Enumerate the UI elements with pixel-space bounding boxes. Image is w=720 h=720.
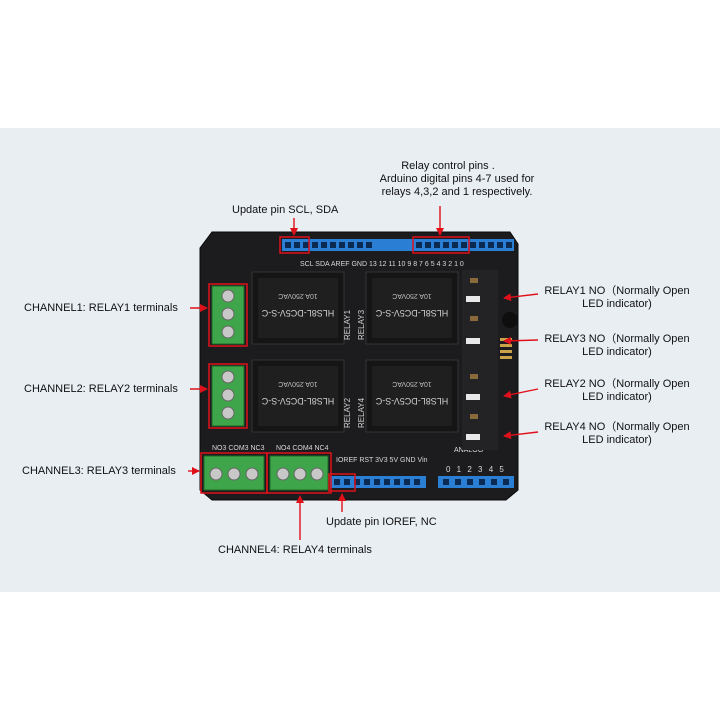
svg-text:10A 250VAC: 10A 250VAC bbox=[278, 380, 318, 387]
arrow-relay2 bbox=[503, 388, 539, 399]
arrow-relay4 bbox=[503, 431, 539, 440]
silk-relay4: RELAY4 bbox=[357, 397, 366, 428]
svg-text:HLS8L-DC5V-S-C: HLS8L-DC5V-S-C bbox=[375, 396, 448, 406]
highlight-channel1 bbox=[208, 283, 248, 347]
svg-text:10A 250VAC: 10A 250VAC bbox=[392, 380, 432, 387]
highlight-channel4 bbox=[266, 452, 332, 494]
terminal-channel3 bbox=[203, 455, 265, 491]
label-relay1-led: LED indicator) bbox=[582, 298, 652, 310]
relay-2: HLS8L-DC5V-S-C 10A 250VAC bbox=[251, 359, 345, 433]
highlight-channel2 bbox=[208, 363, 248, 429]
silk-header-labels: SCL SDA AREF GND 13 12 11 10 9 8 7 6 5 4… bbox=[300, 261, 464, 268]
label-update-ioref: Update pin IOREF, NC bbox=[326, 516, 437, 528]
label-channel4: CHANNEL4: RELAY4 terminals bbox=[218, 544, 372, 556]
svg-text:HLS8L-DC5V-S-C: HLS8L-DC5V-S-C bbox=[261, 396, 334, 406]
label-channel1: CHANNEL1: RELAY1 terminals bbox=[24, 302, 178, 314]
label-relay3-led: LED indicator) bbox=[582, 346, 652, 358]
label-relay1-no: RELAY1 NO（Normally Open bbox=[544, 285, 690, 297]
label-channel3: CHANNEL3: RELAY3 terminals bbox=[22, 465, 176, 477]
highlight-control-pins bbox=[412, 236, 470, 254]
silk-analog: ANALOG bbox=[454, 447, 483, 454]
silk-term4: NO4 COM4 NC4 bbox=[276, 445, 329, 452]
svg-text:HLS8L-DC5V-S-C: HLS8L-DC5V-S-C bbox=[375, 308, 448, 318]
relay-4: HLS8L-DC5V-S-C 10A 250VAC bbox=[365, 359, 459, 433]
relay-3: HLS8L-DC5V-S-C 10A 250VAC bbox=[365, 271, 459, 345]
label-relay-control: Relay control pins . bbox=[401, 160, 495, 172]
label-relay4-led: LED indicator) bbox=[582, 434, 652, 446]
silk-relay2: RELAY2 bbox=[343, 397, 352, 428]
label-relay2-no: RELAY2 NO（Normally Open bbox=[544, 378, 690, 390]
label-update-scl-sda: Update pin SCL, SDA bbox=[232, 204, 339, 216]
label-relays-order: relays 4,3,2 and 1 respectively. bbox=[381, 186, 533, 198]
svg-text:10A 250VAC: 10A 250VAC bbox=[392, 292, 432, 299]
relay-1: HLS8L-DC5V-S-C 10A 250VAC bbox=[251, 271, 345, 345]
bottom-header bbox=[330, 476, 514, 488]
silk-power: IOREF RST 3V3 5V GND Vin bbox=[336, 457, 428, 464]
led-column bbox=[462, 270, 498, 450]
arrow-relay1 bbox=[503, 293, 539, 302]
label-relay2-led: LED indicator) bbox=[582, 391, 652, 403]
terminal-channel1 bbox=[211, 285, 245, 345]
terminal-channel4 bbox=[269, 455, 329, 491]
label-arduino-pins: Arduino digital pins 4-7 used for bbox=[379, 173, 535, 185]
silk-analog-pins: 0 1 2 3 4 5 bbox=[446, 465, 506, 474]
mounting-hole bbox=[502, 312, 518, 328]
svg-text:10A 250VAC: 10A 250VAC bbox=[278, 292, 318, 299]
top-header bbox=[282, 239, 514, 251]
svg-text:HLS8L-DC5V-S-C: HLS8L-DC5V-S-C bbox=[261, 308, 334, 318]
label-relay4-no: RELAY4 NO（Normally Open bbox=[544, 421, 690, 433]
label-channel2: CHANNEL2: RELAY2 terminals bbox=[24, 383, 178, 395]
arrow-relay3 bbox=[503, 336, 539, 345]
label-relay3-no: RELAY3 NO（Normally Open bbox=[544, 333, 690, 345]
silk-relay1: RELAY1 bbox=[343, 309, 352, 340]
highlight-ioref bbox=[328, 473, 356, 492]
silk-relay3: RELAY3 bbox=[357, 309, 366, 340]
highlight-scl-sda bbox=[279, 236, 310, 254]
silk-term3: NO3 COM3 NC3 bbox=[212, 445, 265, 452]
terminal-channel2 bbox=[211, 365, 245, 427]
